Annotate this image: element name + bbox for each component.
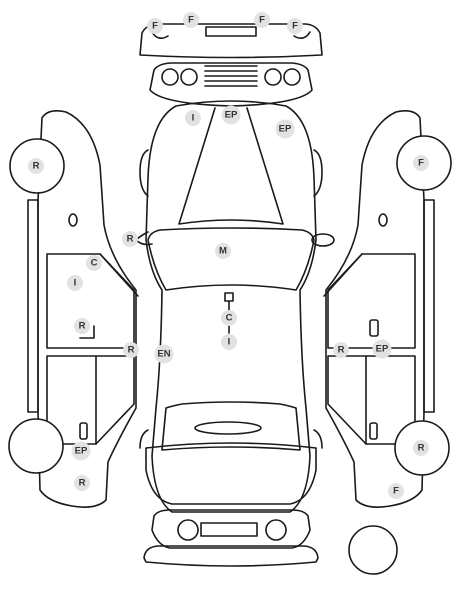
damage-marker-label: R — [33, 161, 40, 172]
damage-marker[interactable]: C — [86, 255, 102, 271]
damage-marker[interactable]: R — [122, 231, 138, 247]
damage-marker[interactable]: R — [28, 158, 44, 174]
damage-marker[interactable]: I — [67, 275, 83, 291]
damage-marker-label: EP — [225, 110, 238, 121]
damage-marker-dot — [254, 12, 270, 28]
damage-marker-label: R — [418, 443, 425, 454]
damage-marker-label: F — [188, 15, 194, 26]
damage-marker-dot — [388, 483, 404, 499]
damage-marker[interactable]: EP — [372, 339, 392, 359]
damage-marker[interactable]: R — [333, 342, 349, 358]
damage-marker-dot — [215, 243, 231, 259]
damage-marker-dot — [221, 310, 237, 326]
damage-marker[interactable]: F — [413, 155, 429, 171]
damage-marker-label: C — [91, 258, 98, 269]
damage-marker[interactable]: F — [287, 18, 303, 34]
damage-marker[interactable]: F — [183, 12, 199, 28]
damage-marker[interactable]: M — [215, 243, 231, 259]
damage-marker-label: R — [127, 234, 134, 245]
damage-marker-label: EP — [279, 124, 292, 135]
damage-marker-dot — [28, 158, 44, 174]
damage-marker-dot — [74, 318, 90, 334]
damage-marker-dot — [147, 18, 163, 34]
damage-marker-label: F — [292, 21, 298, 32]
damage-marker-label: I — [74, 278, 77, 289]
damage-marker[interactable]: EP — [71, 441, 91, 461]
damage-marker-label: R — [79, 478, 86, 489]
damage-marker-label: C — [226, 313, 233, 324]
damage-marker-label: I — [192, 113, 195, 124]
damage-marker-label: EP — [75, 446, 88, 457]
damage-marker-dot — [185, 110, 201, 126]
damage-marker[interactable]: I — [185, 110, 201, 126]
damage-marker-label: R — [128, 345, 135, 356]
damage-marker-dot — [287, 18, 303, 34]
damage-marker-dot — [74, 475, 90, 491]
damage-marker-label: EP — [376, 344, 389, 355]
damage-marker-dot — [221, 105, 241, 125]
damage-marker-label: F — [393, 486, 399, 497]
left-side-view[interactable] — [8, 110, 139, 508]
damage-marker[interactable]: EP — [275, 119, 295, 139]
damage-marker[interactable]: F — [147, 18, 163, 34]
damage-marker-label: F — [259, 15, 265, 26]
damage-marker[interactable]: R — [74, 318, 90, 334]
roof-top-view[interactable] — [135, 100, 335, 513]
damage-marker-label: EN — [157, 349, 170, 360]
damage-marker-dot — [221, 334, 237, 350]
damage-marker[interactable]: EN — [154, 344, 174, 364]
damage-marker-dot — [154, 344, 174, 364]
damage-marker-dot — [183, 12, 199, 28]
damage-marker-label: F — [152, 21, 158, 32]
damage-marker-dot — [333, 342, 349, 358]
spare-wheel[interactable] — [348, 525, 398, 575]
rear-bumper-view[interactable] — [143, 545, 319, 567]
damage-marker-dot — [123, 342, 139, 358]
damage-marker[interactable]: F — [254, 12, 270, 28]
damage-marker-label: R — [338, 345, 345, 356]
damage-marker-label: F — [418, 158, 424, 169]
front-grille-view[interactable] — [149, 62, 313, 107]
rear-lights-view[interactable] — [151, 509, 311, 549]
damage-marker-dot — [372, 339, 392, 359]
damage-marker-label: M — [219, 246, 227, 257]
damage-marker-dot — [86, 255, 102, 271]
damage-marker-dot — [122, 231, 138, 247]
damage-marker[interactable]: R — [413, 440, 429, 456]
damage-markers: F F F F I EP EP R F R M C I R R EN C I R EP EP R R F — [28, 12, 429, 499]
damage-marker[interactable]: EP — [221, 105, 241, 125]
damage-marker-label: R — [79, 321, 86, 332]
damage-marker-label: I — [228, 337, 231, 348]
damage-marker-dot — [275, 119, 295, 139]
damage-marker[interactable]: C — [221, 310, 237, 326]
damage-marker[interactable]: I — [221, 334, 237, 350]
right-side-view[interactable] — [323, 110, 452, 508]
damage-marker[interactable]: R — [74, 475, 90, 491]
damage-marker[interactable]: R — [123, 342, 139, 358]
damage-marker[interactable]: F — [388, 483, 404, 499]
damage-marker-dot — [67, 275, 83, 291]
damage-marker-dot — [413, 155, 429, 171]
damage-marker-dot — [413, 440, 429, 456]
damage-marker-dot — [71, 441, 91, 461]
